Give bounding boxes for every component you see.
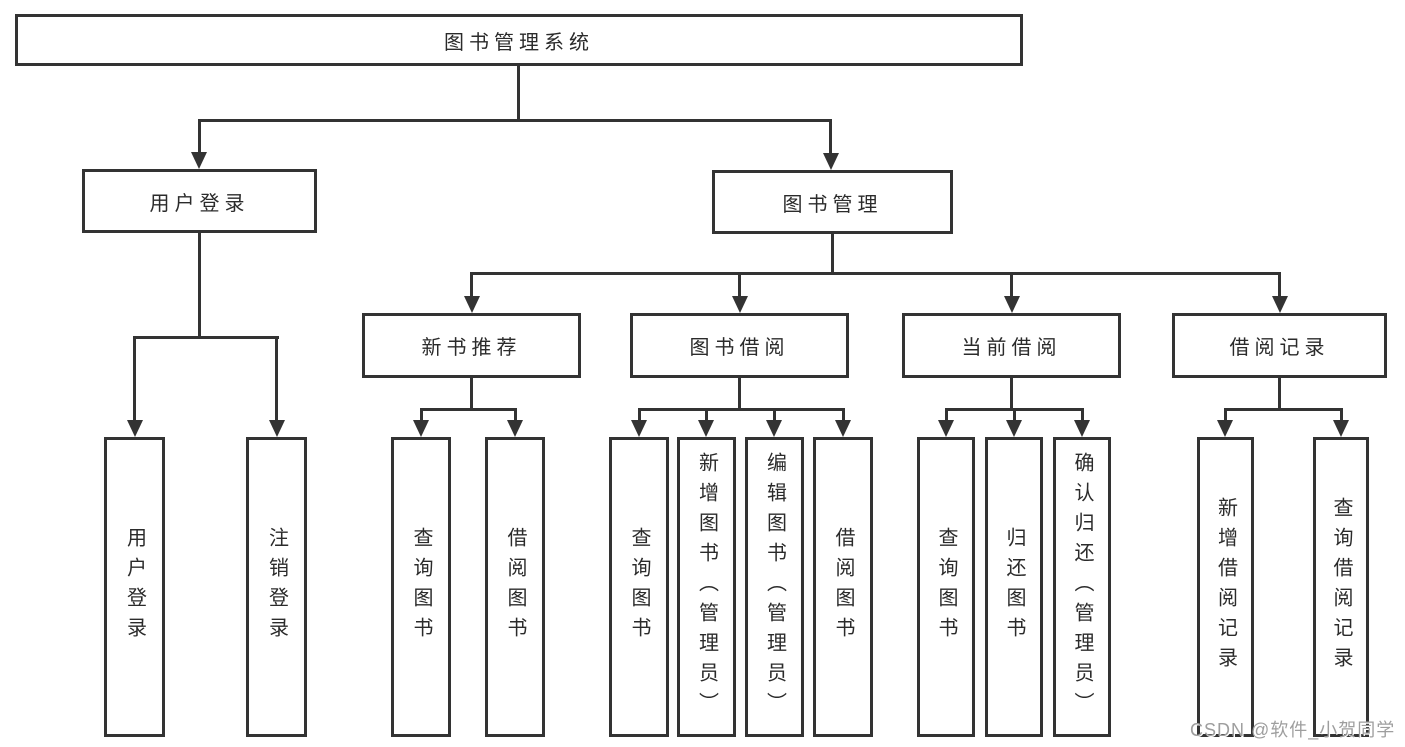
arrow-down-icon xyxy=(507,420,523,437)
leaf-query-book-1: 查询图书 xyxy=(391,437,451,737)
csdn-watermark: CSDN @软件_小贺同学 xyxy=(1190,720,1396,740)
connector-current-borrow-arrow-stem xyxy=(1010,272,1013,300)
node-label: 借阅图书 xyxy=(832,527,854,647)
node-current-borrow: 当前借阅 xyxy=(902,313,1121,378)
leaf-add-borrow-record: 新增借阅记录 xyxy=(1197,437,1254,737)
leaf-edit-book-admin: 编辑图书（管理员） xyxy=(745,437,804,737)
connector-leaf-arrow-stem xyxy=(638,408,641,422)
arrow-down-icon xyxy=(732,296,748,313)
arrow-down-icon xyxy=(938,420,954,437)
node-label: 图书借阅 xyxy=(689,337,790,359)
leaf-user-login: 用户登录 xyxy=(104,437,165,737)
leaf-borrow-book-2: 借阅图书 xyxy=(813,437,873,737)
node-label: 注销登录 xyxy=(265,527,288,647)
node-label: 借阅图书 xyxy=(504,527,526,647)
leaf-borrow-book-1: 借阅图书 xyxy=(485,437,545,737)
connector-leaf-arrow-stem xyxy=(705,408,708,422)
node-library-system: 图书管理系统 xyxy=(15,14,1023,66)
connector-leaf-arrow-stem xyxy=(1224,408,1227,422)
node-label: 图书管理系统 xyxy=(444,31,594,54)
connector-leaf-arrow-stem xyxy=(514,408,517,422)
node-label: 查询图书 xyxy=(935,527,957,647)
connector-leaf-arrow-stem xyxy=(1081,408,1084,422)
node-label: 新增借阅记录 xyxy=(1214,497,1237,677)
arrow-down-icon xyxy=(823,153,839,170)
connector-leaf-arrow-stem xyxy=(275,336,278,422)
leaf-query-borrow-record: 查询借阅记录 xyxy=(1313,437,1369,737)
leaf-add-book-admin: 新增图书（管理员） xyxy=(677,437,736,737)
arrow-down-icon xyxy=(1004,296,1020,313)
connector-leaf-arrow-stem xyxy=(420,408,423,422)
arrow-down-icon xyxy=(1006,420,1022,437)
arrow-down-icon xyxy=(127,420,143,437)
arrow-down-icon xyxy=(835,420,851,437)
arrow-down-icon xyxy=(766,420,782,437)
node-book-borrow: 图书借阅 xyxy=(630,313,849,378)
connector-leaf-arrow-stem xyxy=(133,336,136,422)
leaf-logout: 注销登录 xyxy=(246,437,307,737)
connector-book-borrow-stem xyxy=(738,378,741,410)
node-label: 用户登录 xyxy=(149,192,250,215)
node-label: 查询借阅记录 xyxy=(1330,497,1352,677)
connector-user-login-bar xyxy=(133,336,279,339)
connector-book-mgmt-bar xyxy=(470,272,1281,275)
connector-leaf-arrow-stem xyxy=(945,408,948,422)
arrow-down-icon xyxy=(1074,420,1090,437)
node-label: 用户登录 xyxy=(123,527,146,647)
arrow-down-icon xyxy=(464,296,480,313)
node-label: 查询图书 xyxy=(410,527,432,647)
node-label: 新书推荐 xyxy=(421,337,522,359)
arrow-down-icon xyxy=(413,420,429,437)
leaf-return-book: 归还图书 xyxy=(985,437,1043,737)
connector-new-book-bar xyxy=(420,408,517,411)
node-book-mgmt: 图书管理 xyxy=(712,170,953,234)
node-new-book: 新书推荐 xyxy=(362,313,581,378)
connector-book-borrow-arrow-stem xyxy=(738,272,741,300)
node-label: 确认归还（管理员） xyxy=(1071,452,1093,722)
connector-book-mgmt-arrow-stem xyxy=(829,119,832,155)
connector-user-login-arrow-stem xyxy=(198,119,201,154)
leaf-query-book-3: 查询图书 xyxy=(917,437,975,737)
connector-new-book-stem xyxy=(470,378,473,410)
node-label: 图书管理 xyxy=(782,193,883,216)
arrow-down-icon xyxy=(1333,420,1349,437)
leaf-confirm-return-admin: 确认归还（管理员） xyxy=(1053,437,1111,737)
connector-leaf-arrow-stem xyxy=(1013,408,1016,422)
connector-book-borrow-bar xyxy=(638,408,845,411)
connector-current-borrow-stem xyxy=(1010,378,1013,410)
connector-leaf-arrow-stem xyxy=(773,408,776,422)
connector-new-book-arrow-stem xyxy=(470,272,473,300)
arrow-down-icon xyxy=(698,420,714,437)
connector-root-stem xyxy=(517,66,520,119)
connector-root-bar xyxy=(198,119,832,122)
node-label: 新增图书（管理员） xyxy=(695,452,718,722)
arrow-down-icon xyxy=(1272,296,1288,313)
connector-borrow-record-bar xyxy=(1224,408,1343,411)
node-borrow-record: 借阅记录 xyxy=(1172,313,1387,378)
arrow-down-icon xyxy=(631,420,647,437)
connector-leaf-arrow-stem xyxy=(1340,408,1343,422)
arrow-down-icon xyxy=(269,420,285,437)
connector-borrow-record-arrow-stem xyxy=(1278,272,1281,300)
node-label: 当前借阅 xyxy=(961,337,1062,359)
arrow-down-icon xyxy=(191,152,207,169)
connector-user-login-stem xyxy=(198,233,201,338)
connector-book-mgmt-stem xyxy=(831,234,834,274)
connector-borrow-record-stem xyxy=(1278,378,1281,410)
node-label: 编辑图书（管理员） xyxy=(763,452,786,722)
node-label: 借阅记录 xyxy=(1229,337,1330,359)
node-user-login: 用户登录 xyxy=(82,169,317,233)
arrow-down-icon xyxy=(1217,420,1233,437)
connector-leaf-arrow-stem xyxy=(842,408,845,422)
node-label: 查询图书 xyxy=(628,527,650,647)
leaf-query-book-2: 查询图书 xyxy=(609,437,669,737)
node-label: 归还图书 xyxy=(1003,527,1025,647)
